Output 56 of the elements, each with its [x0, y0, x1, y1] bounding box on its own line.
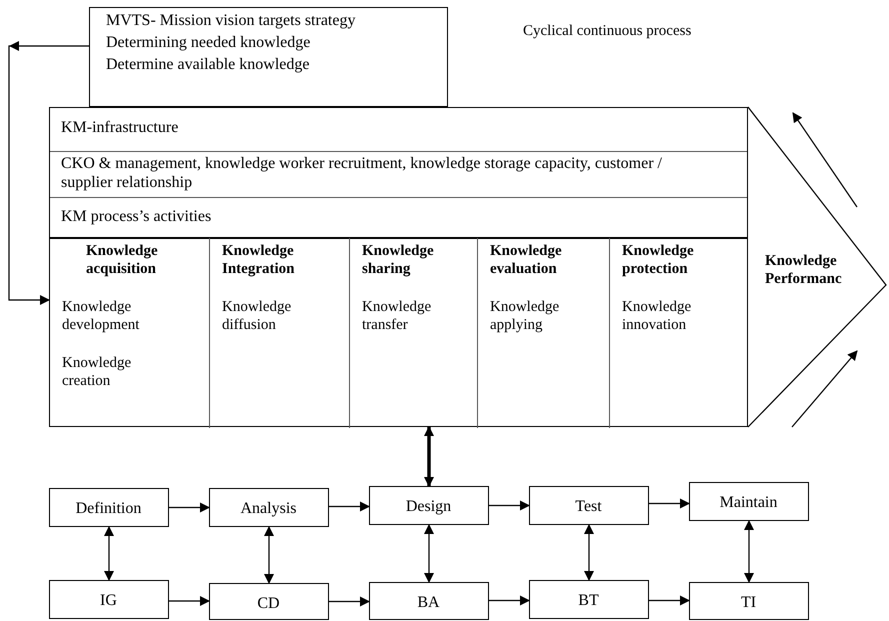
activity-text: Knowledge creation [62, 354, 132, 390]
arrow [329, 596, 370, 606]
box-label: BA [416, 593, 441, 612]
chevron-shape [748, 107, 889, 427]
row-text: KM process’s activities [61, 207, 212, 226]
activity-text: Knowledge development [62, 298, 140, 334]
box-label: Test [574, 497, 603, 516]
arrow [104, 526, 114, 581]
arrow [264, 526, 274, 584]
arrow [744, 520, 754, 583]
box-label: Design [404, 497, 452, 516]
activity-text: Knowledge diffusion [222, 298, 292, 334]
activity-heading: Knowledge Integration [222, 242, 296, 278]
process-box [529, 580, 649, 619]
box-label: BT [577, 591, 600, 610]
box-text: MVTS- Mission vision targets strategy [106, 11, 356, 30]
process-box [369, 582, 489, 620]
arrow [584, 524, 594, 581]
activity-text: Knowledge innovation [622, 298, 692, 334]
arrow [649, 596, 690, 606]
box-text: Determining needed knowledge [106, 33, 312, 52]
box-label: CD [256, 594, 281, 613]
box-label: TI [740, 593, 758, 612]
note-text: Cyclical continuous process [523, 22, 692, 40]
performance-label: Knowledge Performanc [765, 252, 843, 288]
process-box [689, 582, 809, 620]
process-box [369, 486, 489, 525]
activity-text: Knowledge transfer [362, 298, 432, 334]
activity-heading: Knowledge evaluation [490, 242, 563, 278]
arrow [649, 498, 690, 508]
box-label: Maintain [718, 493, 778, 512]
process-box [689, 482, 809, 521]
process-box [209, 488, 329, 527]
box-text: Determine available knowledge [106, 55, 310, 74]
box-label: IG [99, 591, 118, 610]
box-label: Analysis [240, 499, 298, 518]
process-box [49, 580, 169, 619]
box-label: Definition [74, 499, 142, 518]
row-text: KM-infrastructure [61, 118, 180, 137]
process-box [529, 486, 649, 525]
arrow [169, 502, 210, 512]
arrow [489, 596, 530, 606]
arrow [329, 502, 370, 512]
arrow [424, 426, 434, 487]
activity-heading: Knowledge protection [622, 242, 695, 278]
row-text: CKO & management, knowledge worker recruitment, knowledge storage capacity, customer / supplier relationship [61, 154, 663, 192]
process-box [209, 583, 329, 620]
activity-heading: Knowledge sharing [362, 242, 435, 278]
arrow [424, 524, 434, 583]
arrow [169, 596, 210, 606]
arrow [489, 500, 530, 510]
activity-heading: Knowledge acquisition [86, 242, 159, 278]
framework-box [49, 107, 748, 427]
activity-text: Knowledge applying [490, 298, 560, 334]
process-box [49, 488, 169, 527]
goal-box [89, 7, 448, 107]
